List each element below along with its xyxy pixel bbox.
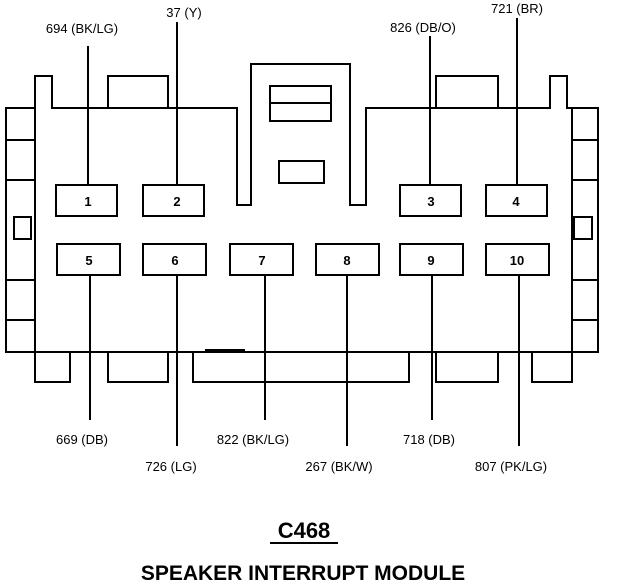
bottom-foot-2: [107, 351, 169, 383]
wire-label-6: 726 (LG): [145, 459, 196, 474]
wire-label-5: 669 (DB): [56, 432, 108, 447]
wire-label-9: 718 (DB): [403, 432, 455, 447]
latch-slot: [278, 160, 325, 184]
bottom-foot-3: [192, 351, 410, 383]
pin-number-9: 9: [427, 253, 434, 268]
wire-label-10: 807 (PK/LG): [475, 459, 547, 474]
top-key-left: [107, 75, 169, 109]
top-key-right: [435, 75, 499, 109]
pin-number-4: 4: [512, 194, 520, 209]
pin-number-8: 8: [343, 253, 350, 268]
module-name: SPEAKER INTERRUPT MODULE: [141, 562, 465, 584]
pin-box-10: [485, 243, 550, 276]
wire-label-4: 721 (BR): [491, 1, 543, 16]
wire-label-7: 822 (BK/LG): [217, 432, 289, 447]
pin-box-9: [399, 243, 464, 276]
wire-label-1: 694 (BK/LG): [46, 21, 118, 36]
wire-label-2: 37 (Y): [166, 5, 201, 20]
wire-label-8: 267 (BK/W): [305, 459, 372, 474]
pin-number-5: 5: [85, 253, 92, 268]
bottom-foot-5: [531, 351, 573, 383]
pin-box-6: [142, 243, 207, 276]
pin-box-5: [56, 243, 121, 276]
pin-number-10: 10: [510, 253, 524, 268]
pin-box-7: [229, 243, 294, 276]
pin-number-1: 1: [84, 194, 91, 209]
pin-number-6: 6: [171, 253, 178, 268]
pin-box-4: [485, 184, 548, 217]
pin-number-7: 7: [258, 253, 265, 268]
pin-box-8: [315, 243, 380, 276]
pin-box-1: [55, 184, 118, 217]
bottom-foot-1: [34, 351, 71, 383]
pin-number-2: 2: [173, 194, 180, 209]
right-side-ribs: [571, 107, 599, 353]
pin-number-3: 3: [427, 194, 434, 209]
connector-id: C468: [278, 518, 331, 543]
wire-label-3: 826 (DB/O): [390, 20, 456, 35]
bottom-foot-4: [435, 351, 499, 383]
pin-box-2: [142, 184, 205, 217]
pin-box-3: [399, 184, 462, 217]
left-side-ribs: [5, 107, 36, 353]
